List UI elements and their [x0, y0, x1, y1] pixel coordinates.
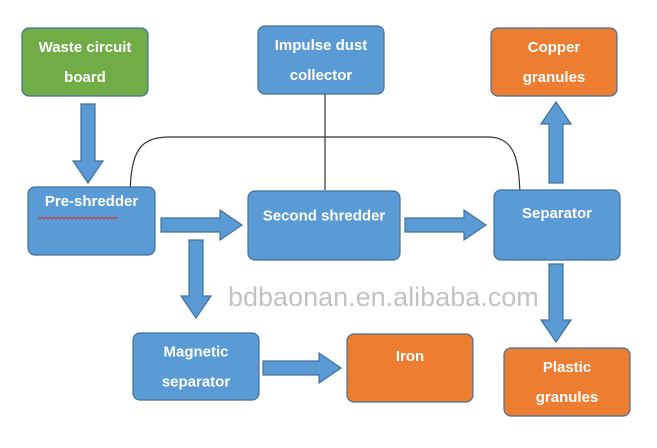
node-pre: Pre-shredder	[27, 186, 156, 256]
arrow-pre-to-magnetic	[179, 239, 213, 320]
node-dust: Impulse dust collector	[257, 25, 385, 95]
node-box	[257, 25, 385, 95]
node-label: Iron	[396, 348, 424, 365]
watermark: bdbaonan.en.alibaba.com	[228, 282, 539, 312]
dust-duct-line	[129, 136, 521, 203]
node-label: Waste circuit	[39, 39, 132, 56]
node-box	[346, 333, 474, 403]
node-box	[132, 332, 260, 401]
node-label: Impulse dust	[275, 37, 368, 54]
arrow-waste-to-pre	[71, 103, 105, 185]
node-label: Plastic	[543, 359, 591, 376]
spellcheck-underline	[37, 216, 119, 220]
node-box	[503, 347, 631, 417]
node-label: Copper	[528, 39, 581, 56]
node-label: collector	[290, 67, 353, 84]
node-copper: Copper granules	[490, 27, 618, 97]
node-label: granules	[523, 69, 586, 86]
node-label: granules	[536, 389, 599, 406]
node-iron: Iron	[346, 333, 474, 403]
node-box	[493, 189, 621, 261]
arrow-separator-to-plastic	[539, 263, 573, 344]
node-plastic: Plastic granules	[503, 347, 631, 417]
node-magnetic: Magnetic separator	[132, 332, 260, 401]
node-box	[490, 27, 618, 97]
arrow-separator-to-copper	[539, 100, 573, 184]
node-label: Second shredder	[263, 208, 386, 225]
node-label: board	[64, 69, 106, 86]
node-label: Separator	[522, 205, 592, 222]
node-waste: Waste circuit board	[21, 27, 149, 97]
node-box	[247, 190, 401, 261]
node-box	[21, 27, 149, 97]
arrow-magnetic-to-iron	[262, 351, 343, 385]
node-label: Pre-shredder	[45, 193, 139, 210]
node-label: separator	[162, 374, 231, 391]
node-box	[27, 186, 156, 256]
node-second: Second shredder	[247, 190, 401, 261]
node-label: Magnetic	[163, 344, 228, 361]
arrow-second-to-separator	[404, 208, 488, 242]
node-separator: Separator	[493, 189, 621, 261]
arrow-pre-to-second	[160, 208, 244, 242]
